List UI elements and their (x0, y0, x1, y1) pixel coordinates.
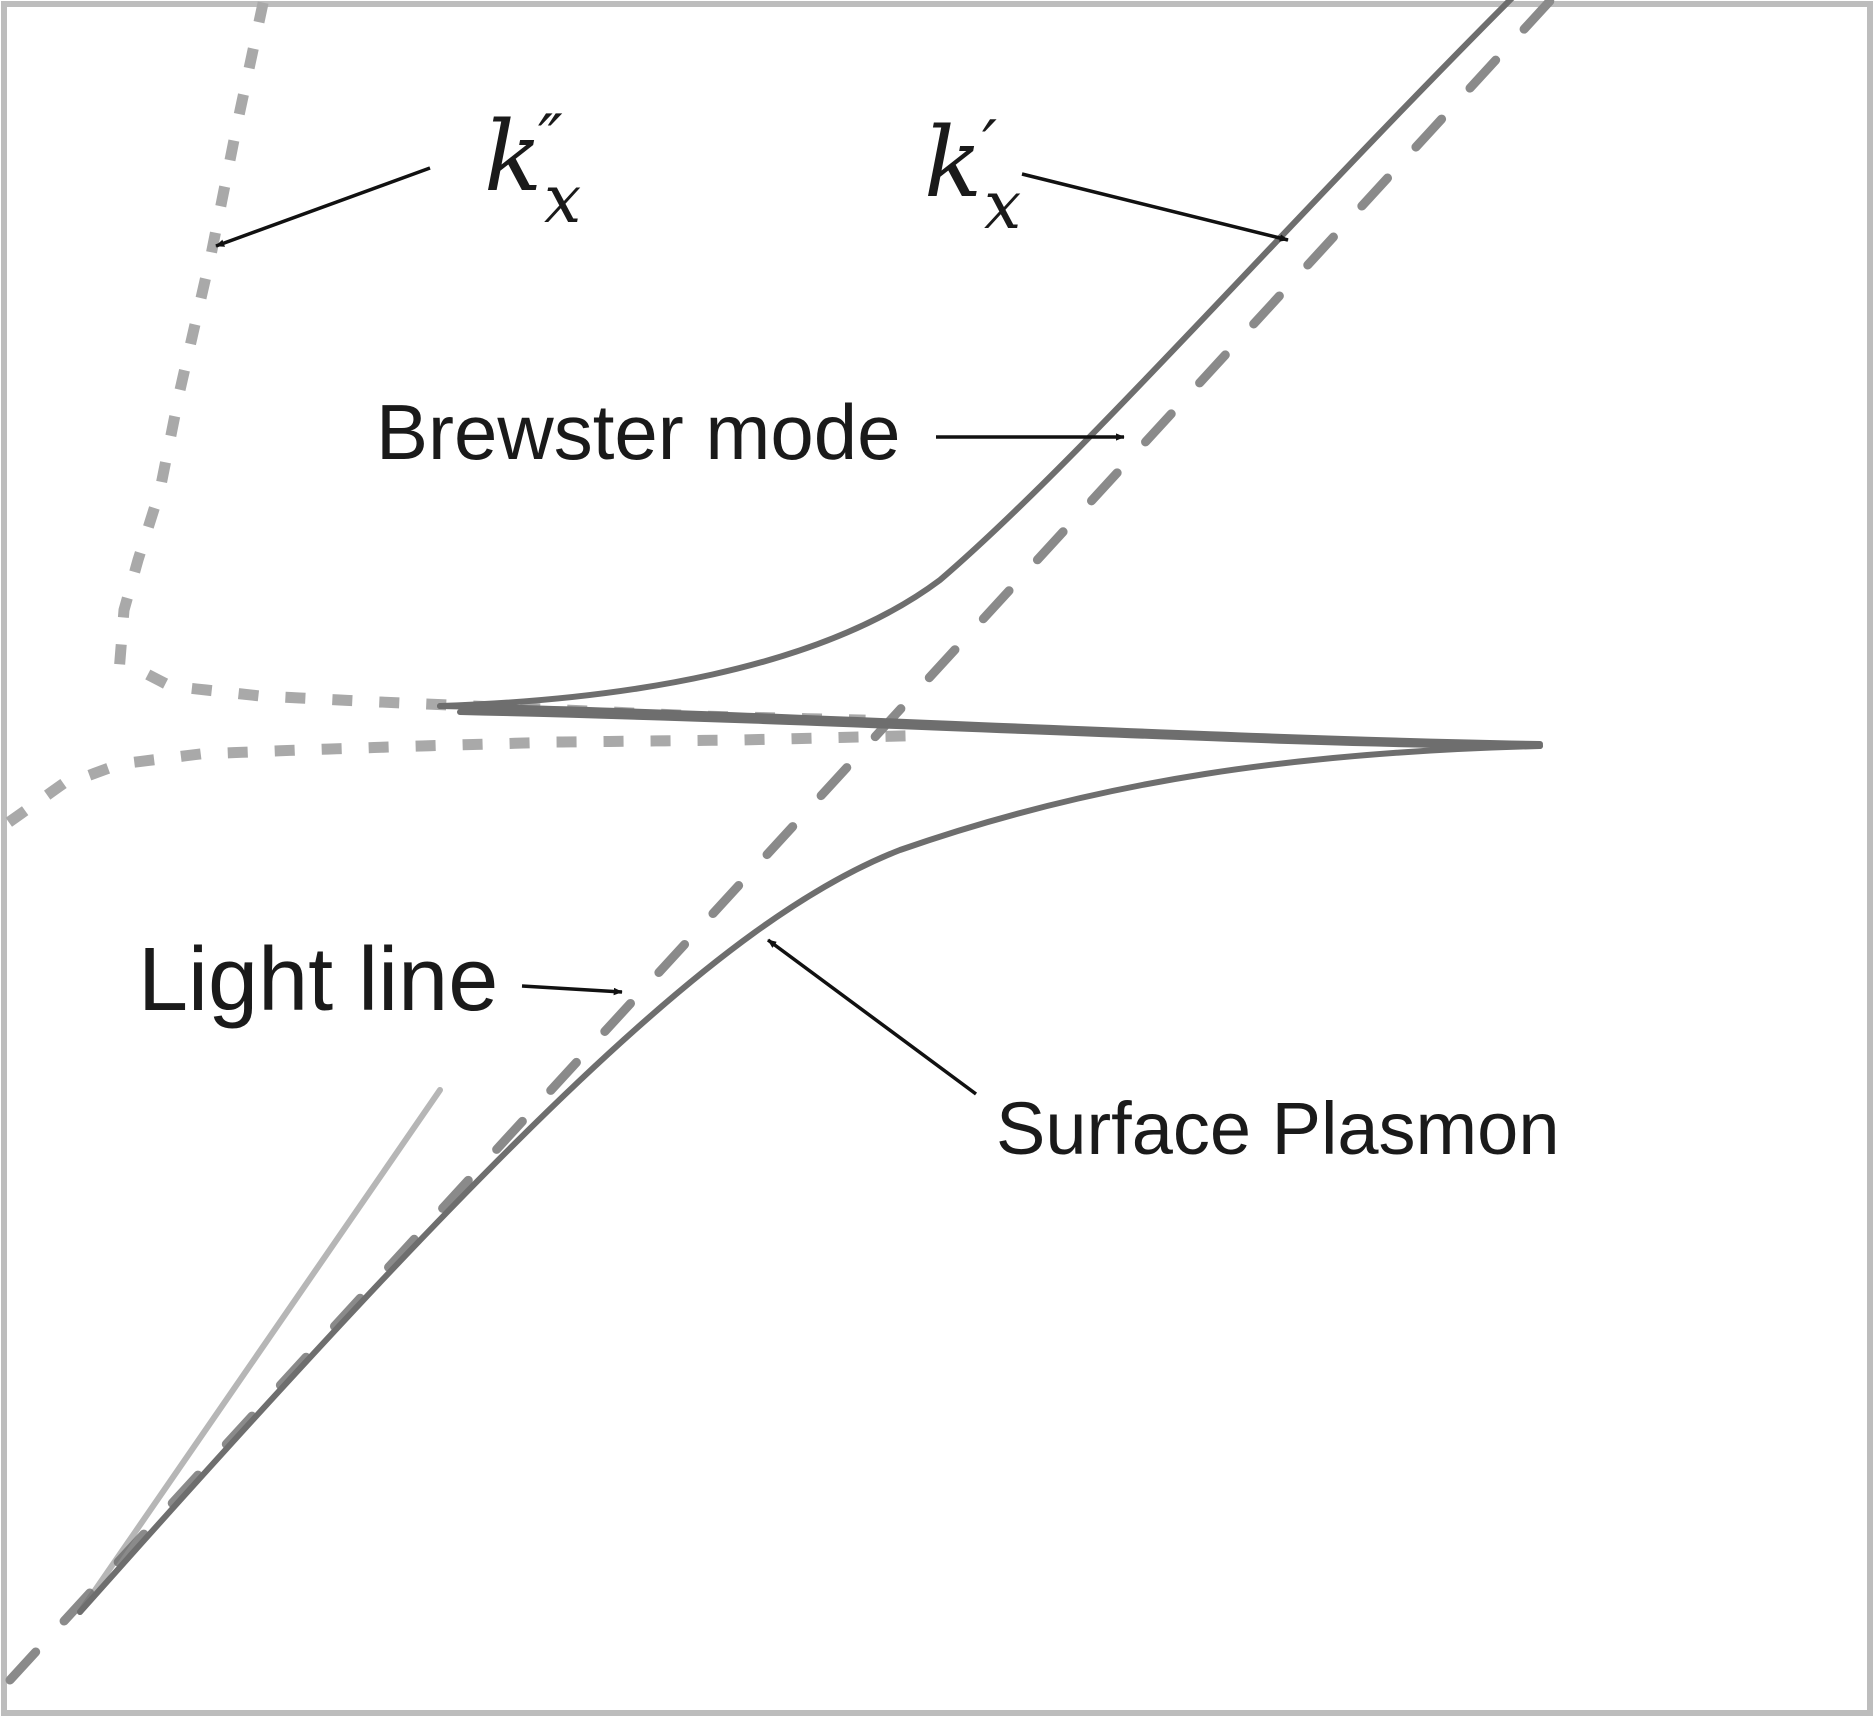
surface-plasmon-branch (77, 743, 1543, 1615)
kx-real-arrow (1021, 172, 1289, 242)
kx-real-prime: ′ (982, 107, 997, 184)
brewster-branch (437, 0, 1515, 709)
kx-real-base: k (924, 107, 982, 219)
surface-plasmon-label: Surface Plasmon (996, 1087, 1560, 1170)
fold-line-inner (457, 709, 1543, 749)
kx-real-label: k x ′ (924, 107, 1021, 244)
light-line (5, 0, 1557, 1685)
kx-imaginary-label: k x ″ (484, 101, 581, 238)
kx-real-sub: x (984, 167, 1021, 244)
light-line-extension (77, 1087, 443, 1615)
surface-plasmon-arrow (766, 938, 978, 1096)
kx-imaginary-curve-lower (4, 730, 906, 828)
light-line-label: Light line (138, 930, 498, 1030)
brewster-mode-label: Brewster mode (376, 388, 901, 476)
kx-imag-arrow (215, 166, 431, 248)
kx-imag-base: k (484, 101, 542, 213)
fold-line (437, 703, 1543, 747)
kx-imag-sub: x (544, 161, 581, 238)
kx-imag-prime: ″ (538, 101, 563, 178)
light-line-arrow (521, 984, 623, 996)
